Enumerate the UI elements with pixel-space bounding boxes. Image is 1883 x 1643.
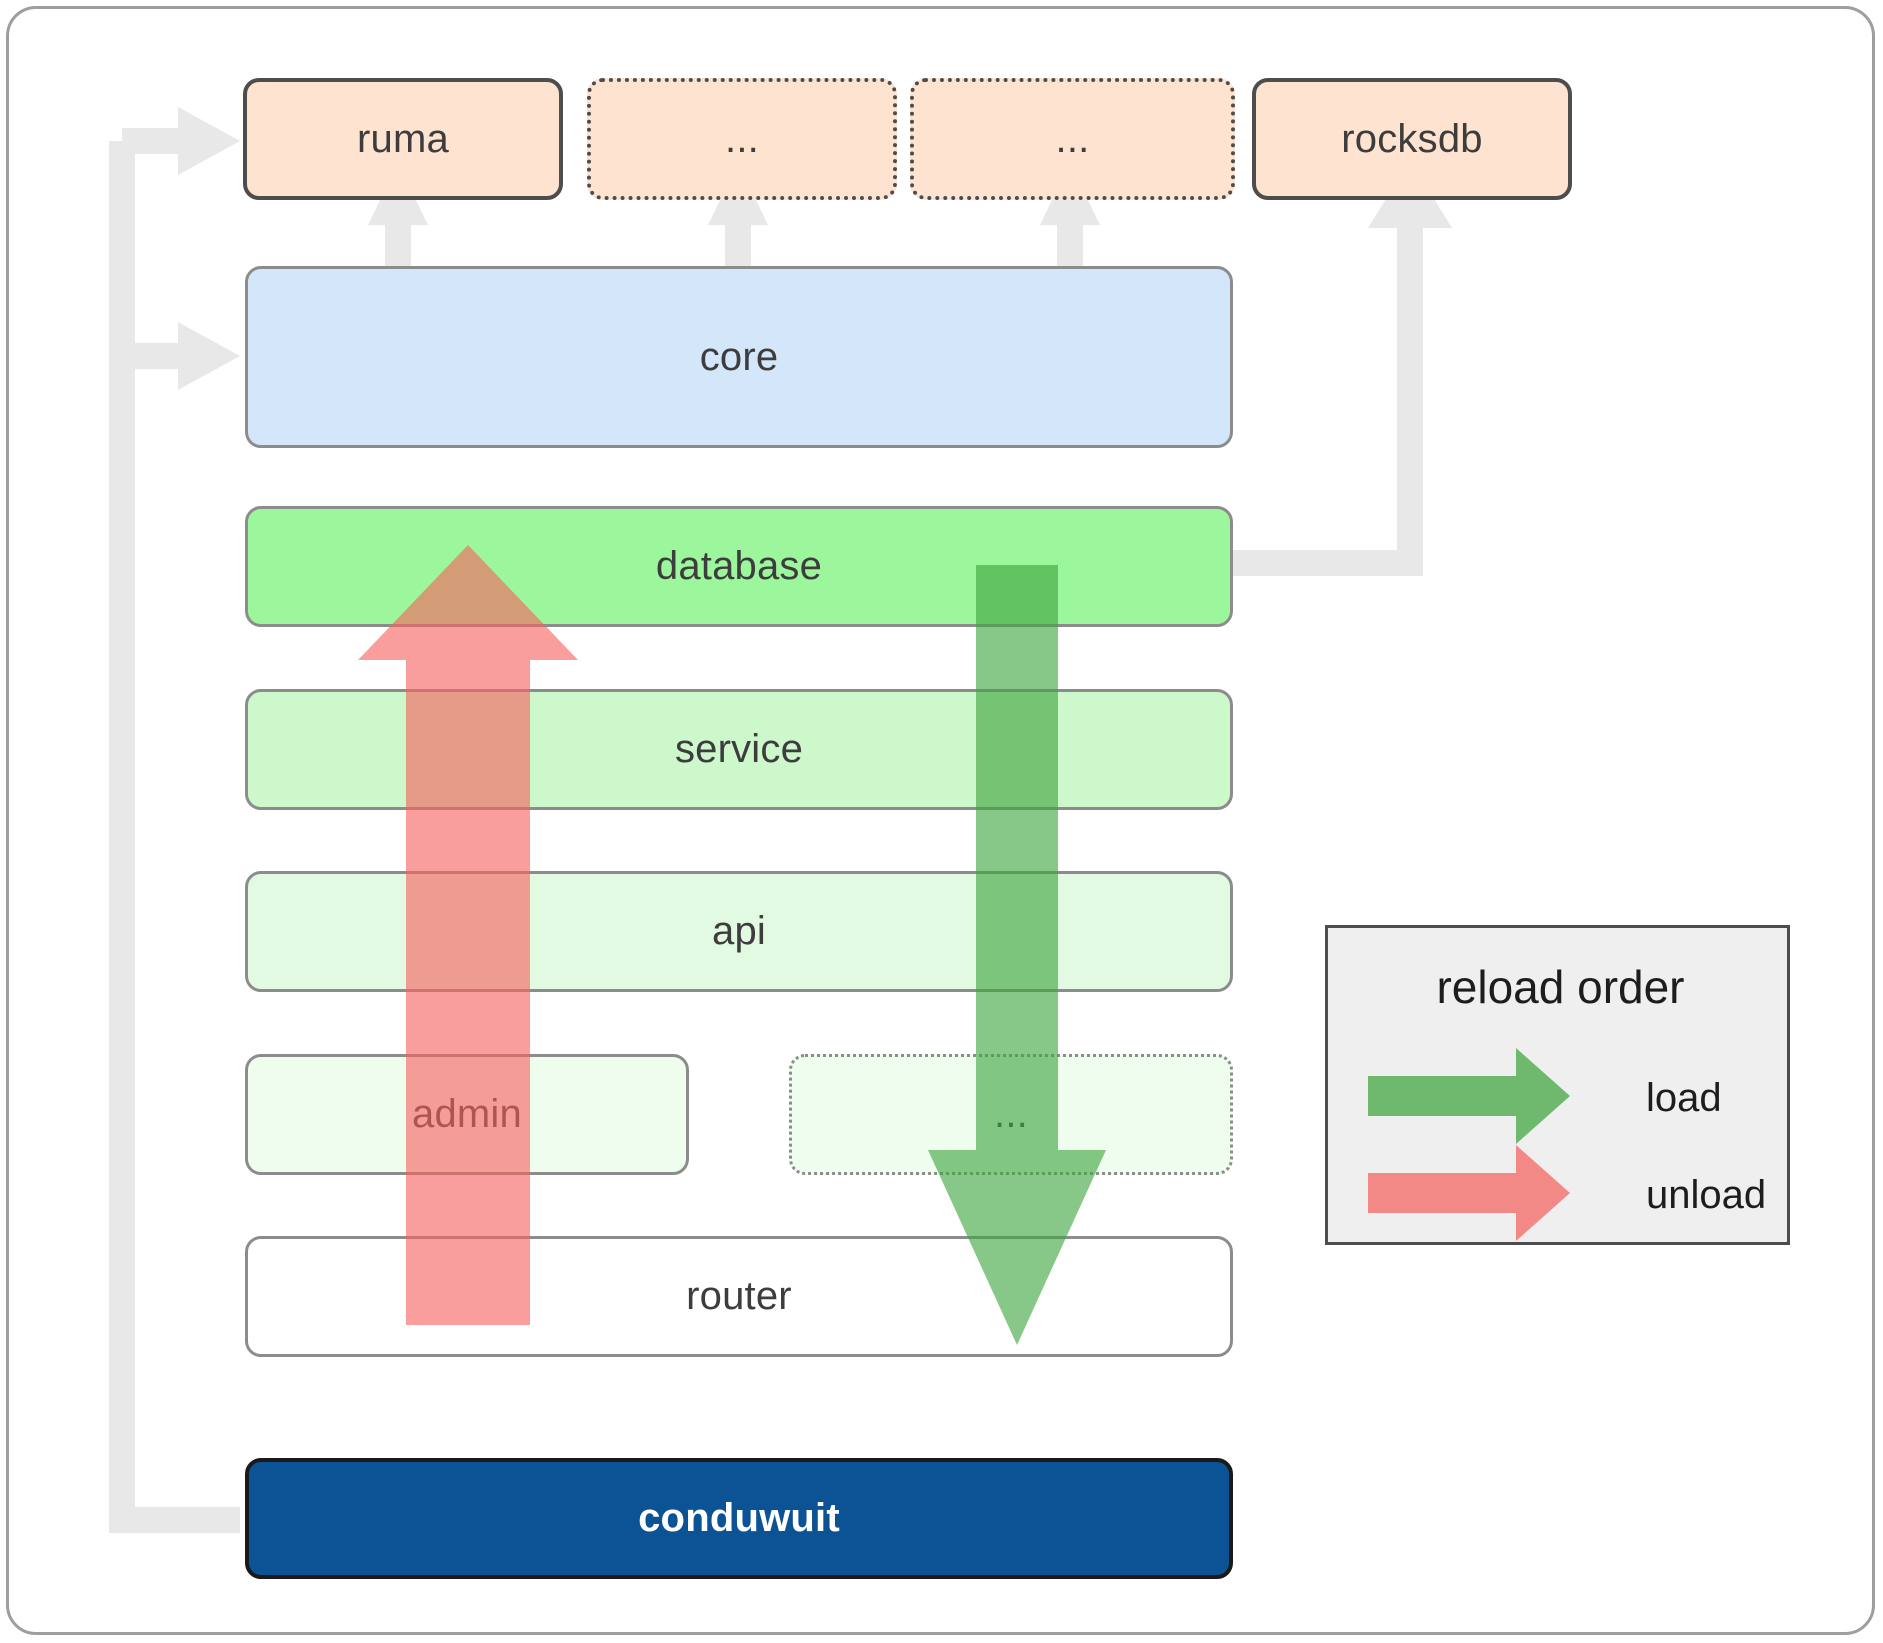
node-database[interactable]: database [245,506,1233,627]
node-ellipsis-top-1-label: ... [725,116,759,161]
legend-unload-label: unload [1646,1173,1767,1217]
node-database-label: database [655,544,823,588]
node-admin[interactable]: admin [245,1054,689,1175]
node-router[interactable]: router [245,1236,1233,1357]
node-ellipsis-top-2-label: ... [1055,116,1090,161]
node-conduwuit[interactable]: conduwuit [245,1458,1233,1579]
node-ellipsis-admin-label: ... [994,1092,1028,1136]
node-admin-label: admin [412,1092,522,1136]
node-router-label: router [686,1274,792,1318]
connector-gray-arrowheads [178,107,240,390]
node-ellipsis-admin[interactable]: ... [789,1054,1233,1175]
node-ruma-label: ruma [357,116,449,161]
node-rocksdb[interactable]: rocksdb [1252,78,1572,200]
node-api[interactable]: api [245,871,1233,992]
connector-conduwuit-to-deps [109,128,240,1533]
legend-load-arrow-swatch [1368,1048,1570,1144]
legend-panel: reload order load unload [1325,925,1790,1245]
legend-arrow-swatches [1368,1048,1570,1241]
node-service[interactable]: service [245,689,1233,810]
node-ruma[interactable]: ruma [243,78,563,200]
node-ellipsis-top-1[interactable]: ... [587,78,897,200]
legend-load-label: load [1646,1076,1722,1120]
node-core-label: core [699,334,779,379]
legend-title: reload order [1436,961,1685,1013]
node-ellipsis-top-2[interactable]: ... [910,78,1235,200]
legend-unload-arrow-swatch [1368,1145,1570,1241]
node-core[interactable]: core [245,266,1233,448]
node-rocksdb-label: rocksdb [1341,116,1483,161]
node-service-label: service [674,727,804,771]
node-api-label: api [712,909,766,953]
node-conduwuit-label: conduwuit [638,1496,840,1540]
